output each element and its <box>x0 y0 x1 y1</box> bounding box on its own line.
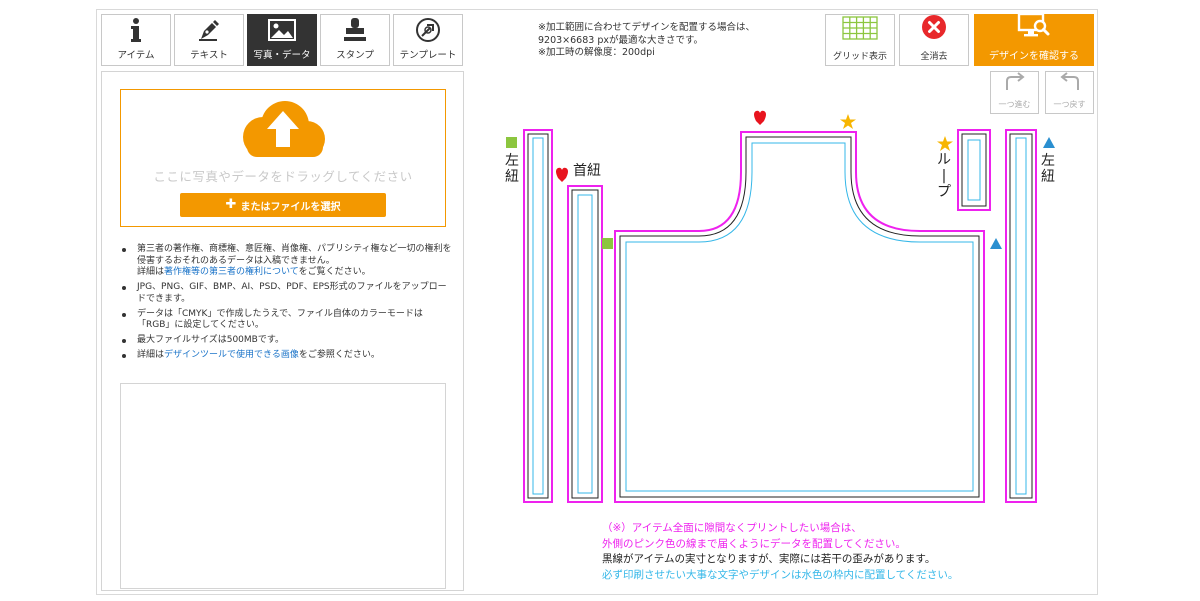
info-line: 9203×6683 pxが最適な大きさです。 <box>538 34 704 46</box>
info-line: ※加工範囲に合わせてデザインを配置する場合は、 <box>538 22 755 33</box>
confirm-design-button[interactable]: デザインを確認する <box>974 12 1094 66</box>
guideline-line: 黒線がアイテムの実寸となりますが、実際には若干の歪みがあります。 <box>602 553 936 565</box>
undo-label: 一つ戻す <box>1053 100 1086 109</box>
left-tie-piece[interactable] <box>523 129 553 503</box>
print-size-info: ※加工範囲に合わせてデザインを配置する場合は、 9203×6683 pxが最適な… <box>538 22 755 60</box>
note-details: 詳細はデザインツールで使用できる画像をご参照ください。 <box>122 350 453 362</box>
left-tie-label: 左紐 <box>505 153 519 185</box>
note-color-mode: データは「CMYK」で作成したうえで、ファイル自体のカラーモードは「RGB」に設… <box>122 309 453 332</box>
triangle-marker <box>1043 137 1055 148</box>
design-canvas[interactable] <box>500 110 1060 510</box>
note-text: をご参照ください。 <box>298 350 380 360</box>
triangle-marker <box>990 238 1002 249</box>
loop-label: ル|プ <box>937 152 951 200</box>
close-circle-icon <box>922 15 946 43</box>
clear-all-label: 全消去 <box>920 52 948 62</box>
tool-tabs: アイテム テキスト 写真・データ スタンプ テンプレート <box>101 14 463 66</box>
uploaded-images-list[interactable] <box>120 383 446 589</box>
tab-text[interactable]: テキスト <box>174 14 244 66</box>
tab-label: テンプレート <box>399 50 457 61</box>
note-formats: JPG、PNG、GIF、BMP、AI、PSD、PDF、EPS形式のファイルをアッ… <box>122 282 453 305</box>
star-marker <box>937 136 953 151</box>
grid-toggle-button[interactable]: グリッド表示 <box>825 14 895 66</box>
copyright-link[interactable]: 著作権等の第三者の権利について <box>164 267 299 277</box>
grid-toggle-label: グリッド表示 <box>832 52 887 62</box>
redo-icon <box>1003 72 1027 96</box>
print-guidelines: （※）アイテム全面に隙間なくプリントしたい場合は、 外側のピンク色の線まで届くよ… <box>602 521 958 583</box>
guideline-line: 外側のピンク色の線まで届くようにデータを配置してください。 <box>602 537 906 550</box>
note-text: 詳細は <box>137 267 165 277</box>
tab-stamp[interactable]: スタンプ <box>320 14 390 66</box>
heart-marker <box>754 110 766 125</box>
neck-tie-label: 首紐 <box>573 163 601 179</box>
plus-icon: ✚ <box>225 197 237 212</box>
redo-button[interactable]: 一つ進む <box>990 71 1039 114</box>
clear-all-button[interactable]: 全消去 <box>899 14 969 66</box>
drop-instruction-text: ここに写真やデータをドラッグしてください <box>153 169 413 184</box>
monitor-search-icon <box>1017 12 1051 42</box>
tab-label: アイテム <box>117 50 155 61</box>
tab-item[interactable]: アイテム <box>101 14 171 66</box>
apron-body-piece[interactable] <box>614 131 985 503</box>
guideline-line: （※）アイテム全面に隙間なくプリントしたい場合は、 <box>602 522 862 534</box>
right-tie-piece[interactable] <box>1005 129 1037 503</box>
undo-icon <box>1058 72 1082 96</box>
grid-icon <box>842 16 878 44</box>
pen-icon <box>197 17 221 43</box>
star-marker <box>840 114 856 129</box>
redo-label: 一つ進む <box>998 100 1031 109</box>
usable-images-link[interactable]: デザインツールで使用できる画像 <box>164 350 299 360</box>
note-max-size: 最大ファイルサイズは500MBです。 <box>122 335 453 347</box>
upload-notes: 第三者の著作権、商標権、意匠権、肖像権、パブリシティ権など一切の権利を侵害するお… <box>122 244 453 365</box>
note-text: 第三者の著作権、商標権、意匠権、肖像権、パブリシティ権など一切の権利を侵害するお… <box>137 244 452 266</box>
upload-drop-zone[interactable]: ここに写真やデータをドラッグしてください ✚ またはファイルを選択 <box>120 89 446 227</box>
tab-label: 写真・データ <box>253 50 311 61</box>
image-icon <box>268 17 296 43</box>
note-copyright: 第三者の著作権、商標権、意匠権、肖像権、パブリシティ権など一切の権利を侵害するお… <box>122 244 453 279</box>
tab-photo-data[interactable]: 写真・データ <box>247 14 317 66</box>
guideline-line: 必ず印刷させたい大事な文字やデザインは水色の枠内に配置してください。 <box>602 568 959 581</box>
select-file-button[interactable]: ✚ またはファイルを選択 <box>180 193 386 217</box>
note-text: 詳細は <box>137 350 165 360</box>
tab-label: テキスト <box>190 50 228 61</box>
template-icon <box>415 17 441 43</box>
stamp-icon <box>342 17 368 43</box>
undo-button[interactable]: 一つ戻す <box>1045 71 1094 114</box>
note-text: をご覧ください。 <box>298 267 371 277</box>
heart-marker <box>556 167 568 182</box>
square-marker <box>602 238 613 249</box>
tab-label: スタンプ <box>336 50 374 61</box>
tab-template[interactable]: テンプレート <box>393 14 463 66</box>
cloud-upload-icon <box>233 99 333 169</box>
info-line: ※加工時の解像度：200dpi <box>538 47 655 58</box>
confirm-design-label: デザインを確認する <box>989 51 1079 62</box>
select-file-label: またはファイルを選択 <box>240 201 341 213</box>
square-marker <box>506 137 517 148</box>
info-icon <box>129 17 143 43</box>
loop-piece[interactable] <box>957 129 991 211</box>
neck-tie-piece[interactable] <box>567 185 603 503</box>
right-tie-label: 左紐 <box>1041 153 1055 185</box>
